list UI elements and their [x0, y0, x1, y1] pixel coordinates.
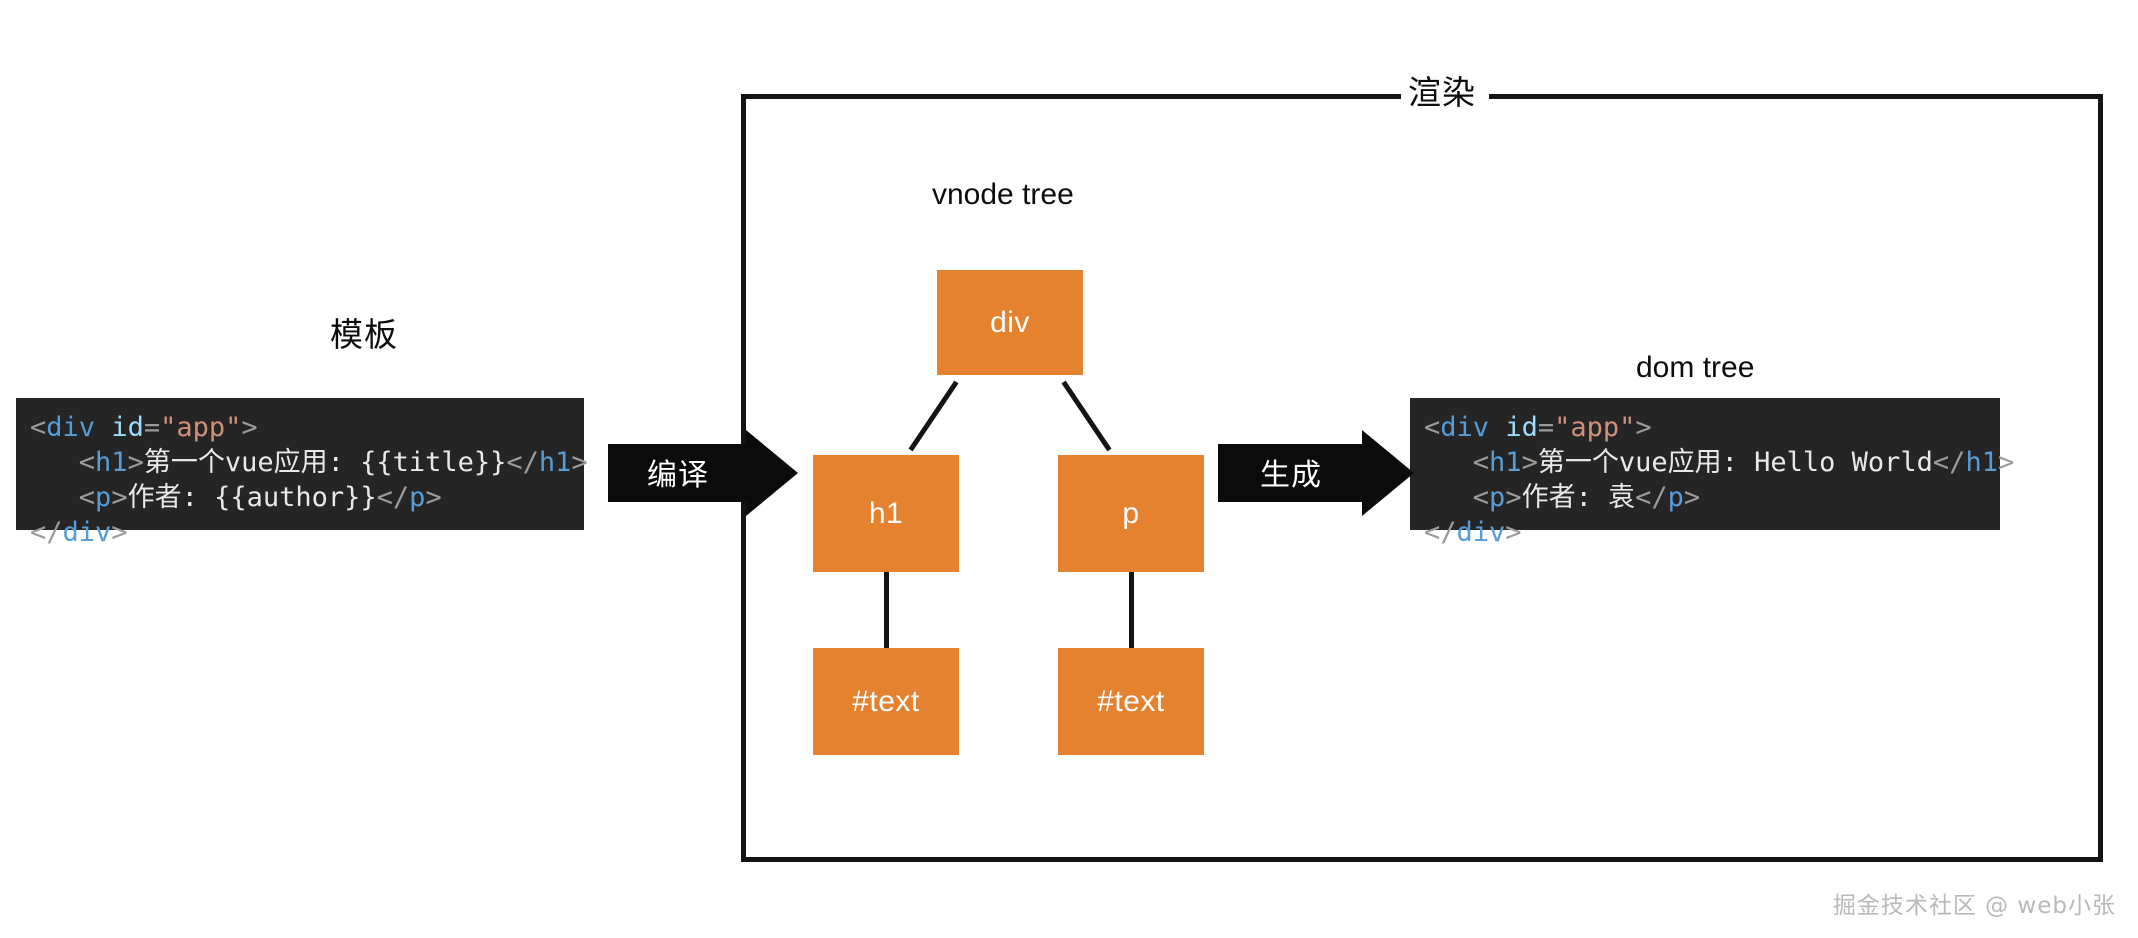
compile-arrow-shaft: 编译	[608, 444, 748, 502]
code-token-tag: div	[62, 517, 112, 548]
template-label: 模板	[330, 315, 398, 354]
generate-arrow-label: 生成	[1260, 458, 1322, 493]
code-token-punct: >	[127, 447, 144, 478]
code-line: <p>作者: {{author}}</p>	[30, 480, 570, 515]
vnode-p: p	[1058, 455, 1204, 572]
code-token-punct: >	[1997, 447, 2015, 478]
code-token-punct: >	[1521, 447, 1538, 478]
render-box-bottom-edge	[741, 857, 2103, 862]
code-token-punct: =	[1537, 412, 1555, 443]
edge-h1-to-text	[884, 572, 889, 650]
render-box-top-left-edge	[741, 94, 1401, 99]
code-line: </div>	[30, 515, 570, 550]
code-token-punct: </	[376, 482, 410, 513]
vnode-div: div	[937, 270, 1083, 375]
vnode-text-h1: #text	[813, 648, 959, 755]
code-line: <h1>第一个vue应用: Hello World</h1>	[1424, 445, 2014, 480]
code-token-punct: >	[1635, 412, 1652, 443]
code-token-text	[1424, 447, 1473, 478]
code-line: <div id="app">	[1424, 410, 1986, 445]
vnode-text-p: #text	[1058, 648, 1204, 755]
code-token-str: "app"	[160, 412, 242, 443]
code-token-tag: div	[46, 412, 96, 443]
vnode-h1: h1	[813, 455, 959, 572]
watermark: 掘金技术社区 @ web小张	[1832, 893, 2116, 919]
dom-code-block: <div id="app"> <h1>第一个vue应用: Hello World…	[1410, 398, 2014, 548]
code-token-punct: <	[78, 482, 96, 513]
code-token-punct: >	[241, 412, 258, 443]
code-token-text: 第一个vue应用: {{title}}	[143, 447, 507, 478]
code-token-tag: h1	[95, 447, 128, 478]
code-token-punct: =	[143, 412, 161, 443]
code-token-punct: <	[78, 447, 96, 478]
code-token-text: 作者: 袁	[1521, 482, 1636, 513]
code-token-tag: div	[1440, 412, 1490, 443]
render-box-label: 渲染	[1408, 73, 1476, 112]
code-token-punct: >	[1683, 482, 1701, 513]
code-token-punct: </	[1424, 517, 1457, 548]
code-token-punct: </	[1932, 447, 1966, 478]
code-token-str: "app"	[1554, 412, 1636, 443]
code-line: <h1>第一个vue应用: {{title}}</h1>	[30, 445, 588, 480]
code-token-tag: h1	[538, 447, 572, 478]
code-token-text	[30, 447, 79, 478]
code-token-text	[30, 482, 79, 513]
code-line: <p>作者: 袁</p>	[1424, 480, 1986, 515]
compile-arrow-head	[746, 430, 798, 516]
generate-arrow-head	[1362, 430, 1414, 516]
code-token-tag: p	[95, 482, 112, 513]
code-token-tag: h1	[1965, 447, 1998, 478]
code-token-punct: <	[30, 412, 47, 443]
compile-arrow-label: 编译	[647, 458, 709, 493]
render-box-right-edge	[2098, 94, 2103, 862]
code-token-attr: id	[111, 412, 144, 443]
code-line: <div id="app">	[30, 410, 570, 445]
code-token-tag: p	[1489, 482, 1506, 513]
code-token-punct: <	[1472, 447, 1490, 478]
code-token-text	[95, 412, 111, 443]
code-token-punct: </	[1635, 482, 1668, 513]
code-token-punct: >	[425, 482, 442, 513]
generate-arrow: 生成	[1218, 430, 1414, 516]
code-token-text	[1424, 482, 1473, 513]
code-token-text: 第一个vue应用: Hello World	[1537, 447, 1933, 478]
generate-arrow-shaft: 生成	[1218, 444, 1364, 502]
code-token-text: 作者: {{author}}	[127, 482, 377, 513]
code-token-tag: p	[409, 482, 426, 513]
template-code-block: <div id="app"> <h1>第一个vue应用: {{title}}</…	[16, 398, 588, 548]
code-token-attr: id	[1505, 412, 1538, 443]
vnode-tree-label: vnode tree	[932, 178, 1074, 211]
compile-arrow: 编译	[608, 430, 798, 516]
code-token-punct: </	[30, 517, 63, 548]
code-token-tag: h1	[1489, 447, 1522, 478]
edge-p-to-text	[1129, 572, 1134, 650]
code-token-punct: >	[571, 447, 588, 478]
render-box-top-right-edge	[1489, 94, 2103, 99]
code-token-tag: div	[1456, 517, 1506, 548]
code-token-punct: >	[1505, 482, 1522, 513]
dom-tree-label: dom tree	[1636, 351, 1755, 384]
code-line: </div>	[1424, 515, 1986, 550]
code-token-tag: p	[1667, 482, 1684, 513]
code-token-punct: <	[1424, 412, 1441, 443]
code-token-punct: </	[506, 447, 539, 478]
code-token-punct: >	[111, 482, 128, 513]
code-token-punct: >	[111, 517, 128, 548]
code-token-punct: <	[1472, 482, 1490, 513]
code-token-text	[1489, 412, 1505, 443]
code-token-punct: >	[1505, 517, 1522, 548]
